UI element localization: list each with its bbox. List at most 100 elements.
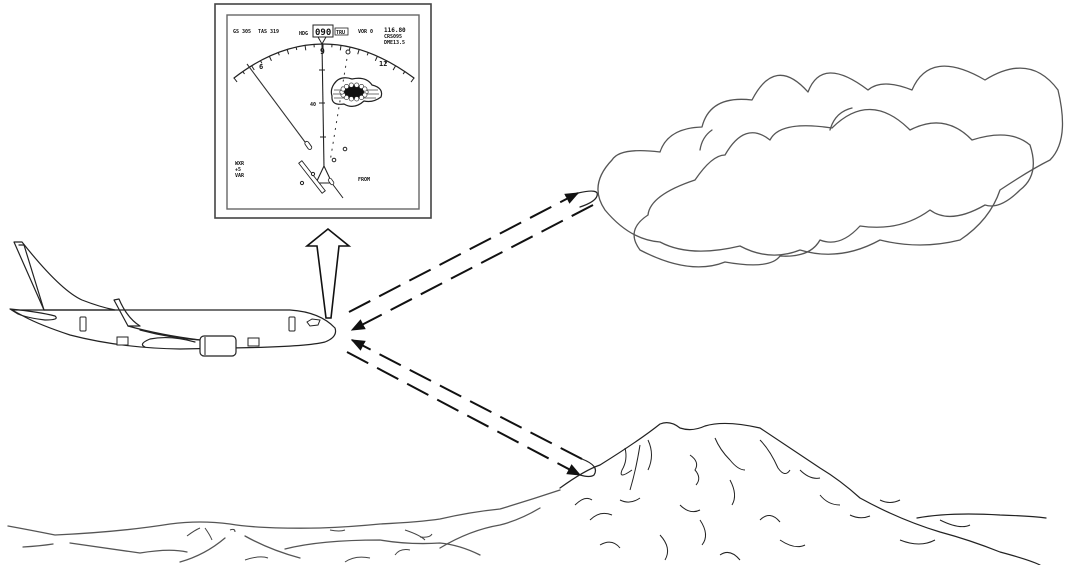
waypoint-marker	[331, 157, 337, 163]
snow-patch	[689, 454, 700, 486]
snow-patch	[849, 514, 871, 519]
snow-patch	[659, 534, 669, 561]
door-rear	[79, 316, 87, 332]
precip-dot	[358, 84, 364, 90]
snow-patch	[599, 541, 621, 549]
own-aircraft-symbol	[315, 164, 333, 184]
precip-dot	[348, 82, 354, 88]
precip-dot	[362, 92, 368, 98]
beam-tip-terrain	[579, 458, 597, 478]
heading-label: HDG	[299, 31, 308, 37]
approach-marker	[327, 177, 335, 186]
bearing-pointer-tail	[304, 140, 313, 150]
terrain-stroke	[344, 556, 371, 563]
runway-marker	[310, 171, 316, 177]
compass-tick	[295, 46, 298, 51]
snow-patch	[779, 539, 806, 548]
compass-tick	[410, 77, 415, 83]
terrain-stroke	[329, 529, 346, 532]
foothill-ridge-5	[179, 537, 226, 563]
compass-tick	[374, 56, 378, 62]
precip-dot	[344, 84, 350, 90]
compass-tick	[384, 60, 387, 64]
snow-patch	[619, 497, 641, 503]
waypoint-marker	[345, 49, 351, 55]
snow-patch	[629, 444, 641, 491]
heading-pointer-icon	[317, 36, 327, 46]
terrain-beam	[346, 339, 597, 478]
foothill-ridge-2	[22, 543, 54, 548]
snow-patch	[714, 437, 746, 471]
cloud-beam	[348, 190, 598, 331]
precip-dot	[354, 96, 360, 102]
cloud	[597, 65, 1064, 268]
track-line	[321, 43, 325, 169]
terrain-stroke	[186, 527, 201, 537]
horizontal-stabilizer	[9, 308, 57, 321]
wxr-label: WXR	[235, 161, 245, 167]
beam-return-terrain	[350, 339, 583, 460]
compass-tick	[277, 52, 280, 56]
cloud-front	[633, 108, 1034, 268]
winglet	[113, 298, 141, 327]
precip-dot	[358, 94, 364, 100]
waypoint-marker	[342, 146, 348, 152]
foothill-ridge-6	[244, 535, 301, 559]
tail-fin-edge	[18, 244, 45, 311]
mountain	[559, 422, 1047, 565]
waypoint-marker	[299, 180, 305, 186]
snow-patch	[879, 499, 901, 503]
foothill-ridge-1	[7, 489, 561, 536]
foothill-ridge-3	[69, 542, 188, 554]
snow-patch	[729, 479, 736, 506]
wing-root	[141, 336, 196, 348]
compass-tick	[339, 45, 342, 51]
compass-tick	[392, 65, 397, 71]
terrain-stroke	[244, 556, 269, 561]
terrain-stroke	[419, 533, 433, 538]
foothill-ridge-7	[439, 507, 541, 549]
radar-display: GS 305 TAS 319 HDG 090 TRU VOR 0 116.80 …	[214, 3, 432, 219]
foothill-ridge-4	[284, 539, 481, 556]
fuselage	[11, 309, 337, 350]
snow-patch	[939, 519, 971, 528]
snow-patch	[819, 494, 841, 506]
snow-patch	[679, 504, 701, 513]
compass-tick	[357, 49, 360, 55]
engine-nacelle	[199, 335, 237, 357]
heading-mode: TRU	[336, 30, 345, 36]
precip-dot	[340, 86, 346, 92]
frequency-readout: 116.80	[384, 27, 406, 34]
window-aft	[116, 336, 129, 346]
ground-speed-readout: GS 305	[233, 29, 251, 35]
snow-patch	[699, 519, 706, 546]
compass-tick	[242, 71, 245, 75]
mountain-ridge	[559, 422, 1041, 565]
compass-tick	[286, 49, 290, 55]
foothill-detail	[186, 527, 433, 563]
compass-ticks	[233, 44, 415, 83]
cockpit-window-icon	[306, 318, 321, 327]
snow-patch	[647, 439, 652, 471]
from-indicator: FROM	[358, 177, 370, 183]
snow-patch	[719, 551, 741, 561]
beam-outbound-cloud	[348, 192, 580, 313]
precip-dot	[344, 94, 350, 100]
compass-label-6: 6	[259, 63, 263, 71]
tail-fin	[13, 241, 116, 311]
true-airspeed-readout: TAS 319	[258, 29, 279, 35]
beam-outbound-terrain	[346, 351, 582, 476]
precip-dot	[348, 96, 354, 102]
cloud-fold	[829, 107, 853, 131]
bearing-pointer-line	[246, 63, 306, 143]
range-ring-label: 40	[310, 102, 316, 108]
wxr-gain: +5	[235, 167, 241, 173]
dotted-course-line	[329, 51, 349, 163]
aircraft	[9, 241, 337, 357]
compass-tick	[233, 77, 238, 83]
course-readout: CRS095	[384, 34, 402, 40]
compass-tick	[251, 65, 255, 71]
cloud-fold	[699, 129, 713, 151]
compass-tick	[348, 46, 351, 51]
